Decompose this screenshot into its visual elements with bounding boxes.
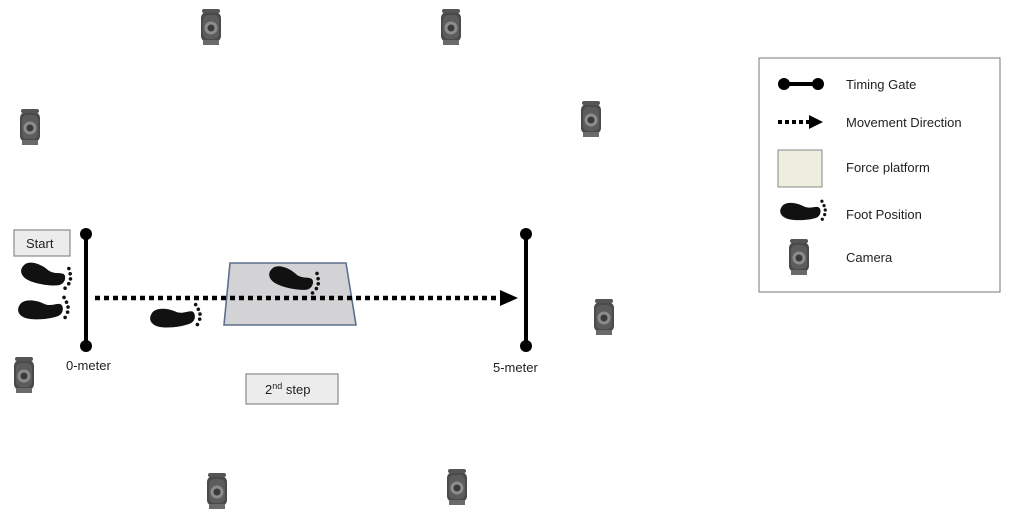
camera-icon xyxy=(789,239,809,275)
camera-icon xyxy=(594,299,614,335)
force-platform-icon xyxy=(777,149,823,188)
foot-position-icon xyxy=(19,260,74,291)
camera-icon xyxy=(14,357,34,393)
timing-gate-end xyxy=(520,228,532,352)
force-platform xyxy=(223,262,357,326)
legend-label-movement-direction: Movement Direction xyxy=(846,115,962,130)
step-box xyxy=(245,373,339,405)
legend-label-force-platform: Force platform xyxy=(846,160,930,175)
start-box xyxy=(13,229,71,257)
timing-gate-start xyxy=(80,228,92,352)
camera-icon xyxy=(447,469,467,505)
camera-icon xyxy=(20,109,40,145)
movement-direction-icon xyxy=(778,115,823,129)
camera-icon xyxy=(581,101,601,137)
camera-icon xyxy=(441,9,461,45)
legend-label-camera: Camera xyxy=(846,250,893,265)
legend-label-timing-gate: Timing Gate xyxy=(846,77,916,92)
foot-position-icon xyxy=(17,295,72,325)
legend: Timing Gate Movement Direction Force pla… xyxy=(758,57,1001,293)
start-label: Start xyxy=(26,236,54,251)
zero-meter-label: 0-meter xyxy=(66,358,111,373)
movement-direction-arrowhead xyxy=(500,290,518,306)
legend-label-foot-position: Foot Position xyxy=(846,207,922,222)
camera-icon xyxy=(207,473,227,509)
five-meter-label: 5-meter xyxy=(493,360,538,375)
foot-position-icon xyxy=(148,302,204,333)
camera-icon xyxy=(201,9,221,45)
timing-gate-icon xyxy=(778,78,824,90)
step-label: 2nd step xyxy=(265,381,310,397)
